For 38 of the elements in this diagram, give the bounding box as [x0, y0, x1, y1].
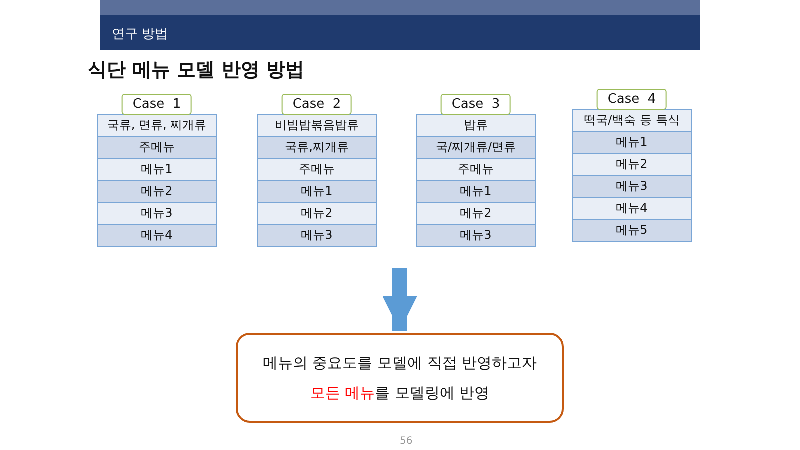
table-cell: 주메뉴: [416, 159, 536, 181]
case-table: [416, 94, 536, 247]
table-cell: 메뉴4: [97, 225, 217, 247]
table-cell: 메뉴1: [572, 132, 692, 154]
table-cell: 주메뉴: [97, 137, 217, 159]
page-number: 56: [400, 436, 413, 447]
table-cell: 메뉴4: [572, 198, 692, 220]
table-cell: 메뉴3: [257, 225, 377, 247]
conclusion-box: [236, 333, 564, 423]
case-tab: Case 4: [596, 89, 668, 110]
table-cell: 메뉴3: [97, 203, 217, 225]
table-cell: 메뉴2: [97, 181, 217, 203]
table-cell: 메뉴1: [97, 159, 217, 181]
table-cell: 메뉴2: [257, 203, 377, 225]
table-cell: 메뉴2: [416, 203, 536, 225]
table-cell: 국류, 면류, 찌개류: [97, 114, 217, 137]
case-tab: Case 2: [282, 94, 352, 115]
case-tab: Case 3: [440, 94, 512, 115]
case-table: [572, 89, 692, 242]
slide-title: 식단 메뉴 모델 반영 방법: [88, 58, 304, 83]
table-cell: 국류,찌개류: [257, 137, 377, 159]
table-cell: 메뉴1: [416, 181, 536, 203]
table-cell: 주메뉴: [257, 159, 377, 181]
table-cell: 메뉴1: [257, 181, 377, 203]
table-cell: 떡국/백숙 등 특식: [572, 109, 692, 132]
table-cell: 메뉴5: [572, 220, 692, 242]
case-table: [97, 94, 217, 247]
table-cell: 국/찌개류/면류: [416, 137, 536, 159]
table-cell: 비빔밥볶음밥류: [257, 114, 377, 137]
down-arrow: [382, 268, 418, 331]
table-cell: 밥류: [416, 114, 536, 137]
table-cell: 메뉴3: [416, 225, 536, 247]
section-heading: 연구 방법: [112, 26, 168, 43]
conclusion-text: 메뉴의 중요도를 모델에 직접 반영하고자 모든 메뉴를 모델링에 반영: [262, 353, 538, 404]
table-cell: 메뉴2: [572, 154, 692, 176]
table-cell: 메뉴3: [572, 176, 692, 198]
case-tab: Case 1: [122, 94, 192, 115]
case-table: [257, 94, 377, 247]
